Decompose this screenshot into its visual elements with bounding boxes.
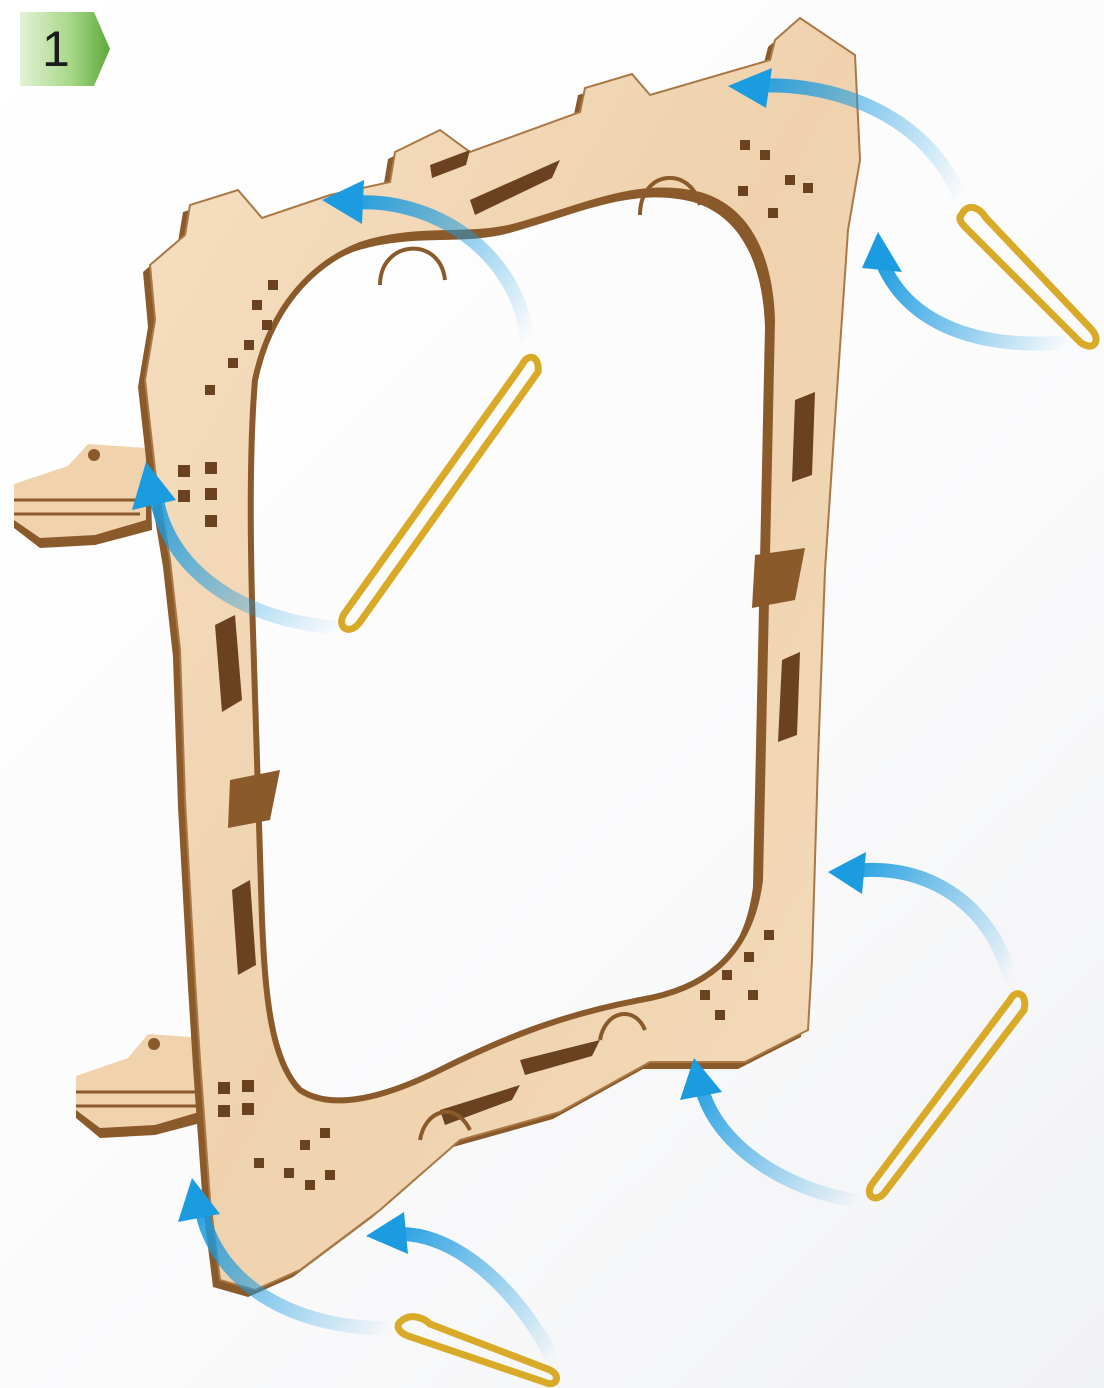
arrowhead-8 — [366, 1212, 408, 1254]
hinge-bracket-bottom — [76, 1034, 212, 1138]
arrow-8 — [388, 1234, 556, 1365]
wooden-frame — [138, 18, 860, 1297]
rubber-band-3 — [869, 994, 1024, 1198]
arrowhead-1 — [862, 232, 902, 272]
arrow-5 — [848, 870, 1010, 978]
arrow-6 — [700, 1080, 862, 1202]
rubber-band-2 — [342, 357, 539, 629]
arrowhead-5 — [828, 852, 866, 894]
hinge-bracket-top — [14, 444, 152, 548]
rubber-band-1 — [960, 207, 1096, 346]
